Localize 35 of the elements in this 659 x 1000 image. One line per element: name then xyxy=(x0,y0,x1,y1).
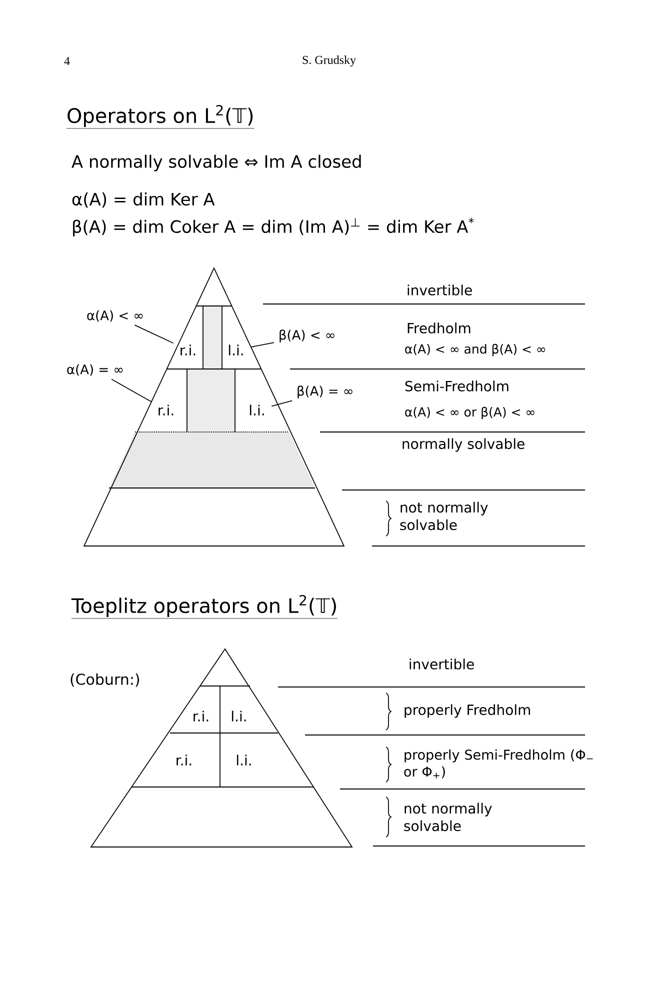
note: (Coburn:) xyxy=(70,673,140,687)
cell-label: r.i. xyxy=(158,404,174,416)
cell-label: l.i. xyxy=(232,710,246,722)
formula: β(A) = dim Coker A = dim (Im A)$^{⊥}$ = dim Ker A$^{*}$ xyxy=(73,218,474,236)
heading: Toeplitz operators on L$^{2}$(𝕋) xyxy=(71,594,338,619)
cell-label: l.i. xyxy=(250,404,264,416)
condition-label: β(A) < ∞ xyxy=(280,330,334,342)
cell-label: r.i. xyxy=(194,710,208,722)
class-label: properly Semi-Fredholm (Φ$_{−}$ or Φ$_{+}$) xyxy=(404,749,593,779)
class-label: invertible xyxy=(410,658,474,670)
page-number: 4 xyxy=(64,57,70,65)
author-name: S. Grudsky xyxy=(302,56,356,66)
class-label: normally solvable xyxy=(402,438,524,452)
class-label: not normally solvable xyxy=(404,802,492,832)
statement: A normally solvable ⇔ Im A closed xyxy=(72,154,361,172)
condition-label: α(A) < ∞ xyxy=(87,310,143,322)
class-label: Semi-Fredholm xyxy=(405,380,508,392)
leader-line xyxy=(134,324,174,344)
condition-label: α(A) < ∞ or β(A) < ∞ xyxy=(405,406,534,420)
cell-label: r.i. xyxy=(180,344,196,356)
class-label: Fredholm xyxy=(408,322,470,334)
condition-label: β(A) = ∞ xyxy=(298,386,352,398)
cell-label: l.i. xyxy=(236,754,251,766)
leader-line xyxy=(111,378,152,402)
formula: α(A) = dim Ker A xyxy=(72,192,215,208)
heading: Operators on L$^{2}$(𝕋) xyxy=(66,104,255,129)
cell-label: l.i. xyxy=(228,344,243,356)
class-label: not normally solvable xyxy=(400,502,488,530)
leader-line xyxy=(250,342,274,348)
class-label: properly Fredholm xyxy=(404,704,530,718)
leader-line xyxy=(271,400,293,407)
condition-label: α(A) < ∞ and β(A) < ∞ xyxy=(405,344,546,356)
condition-label: α(A) = ∞ xyxy=(67,364,123,376)
cell-label: r.i. xyxy=(176,754,192,766)
class-label: invertible xyxy=(408,284,472,296)
